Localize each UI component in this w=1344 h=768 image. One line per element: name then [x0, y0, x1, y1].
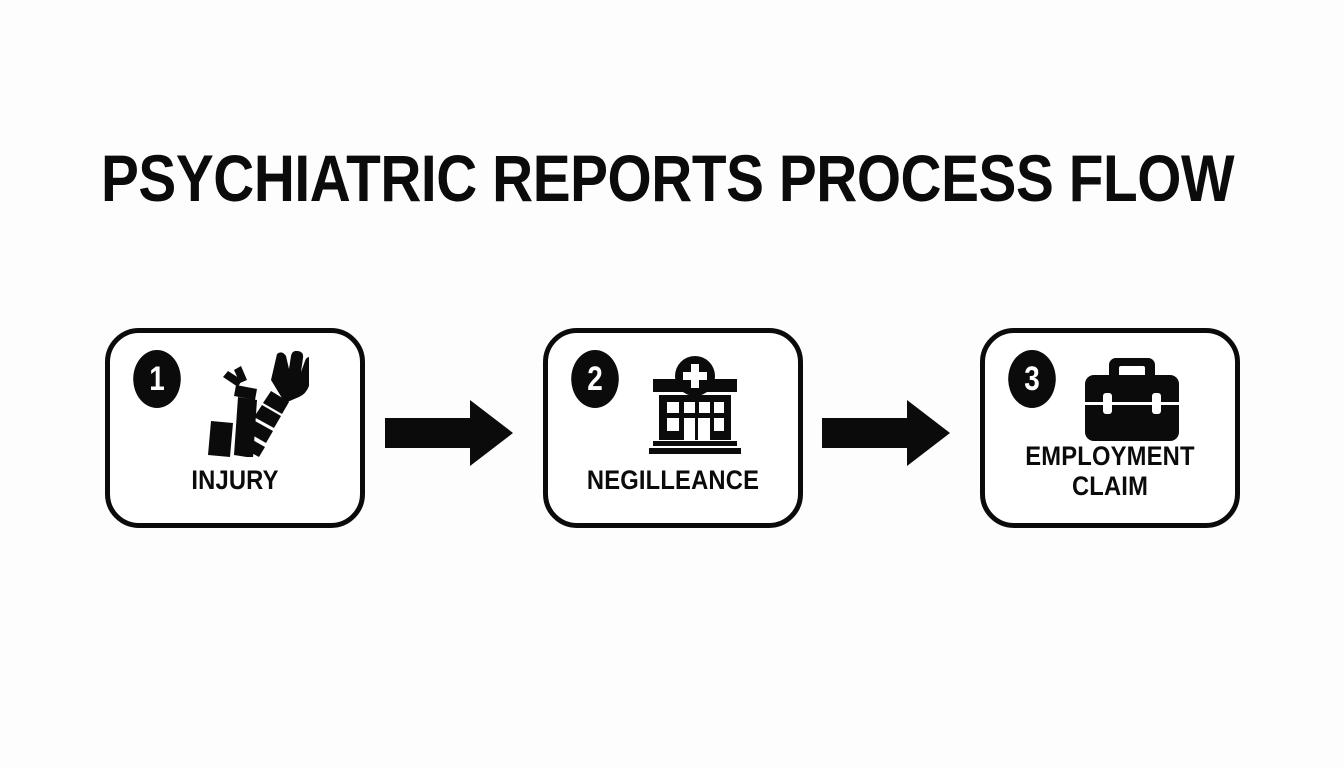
arrow-step2-to-step3-icon — [822, 400, 950, 466]
step-number-badge-1: 1 — [133, 350, 181, 408]
step-label-line2: CLAIM — [1071, 471, 1149, 501]
bandaged-arm-icon — [205, 350, 317, 462]
step-card-employment-claim[interactable]: 3 EMPLOYMENT CLAIM — [980, 328, 1240, 528]
step-label-line1: EMPLOYMENT — [1025, 441, 1195, 471]
step-number-badge-2: 2 — [571, 350, 619, 408]
step-label-negilleance: NEGILLEANCE — [586, 465, 760, 495]
step-label-injury: INJURY — [191, 465, 279, 495]
step-label-employment-claim: EMPLOYMENT CLAIM — [1009, 441, 1211, 501]
step-card-negilleance[interactable]: 2 — [543, 328, 803, 528]
page-title: PSYCHIATRIC REPORTS PROCESS FLOW — [101, 141, 1235, 215]
briefcase-icon — [1083, 355, 1181, 448]
step-number-badge-3: 3 — [1008, 350, 1056, 408]
step-card-injury[interactable]: 1 — [105, 328, 365, 528]
arrow-step1-to-step2-icon — [385, 400, 513, 466]
process-flow-row: 1 — [0, 328, 1344, 538]
hospital-building-icon — [645, 355, 745, 460]
